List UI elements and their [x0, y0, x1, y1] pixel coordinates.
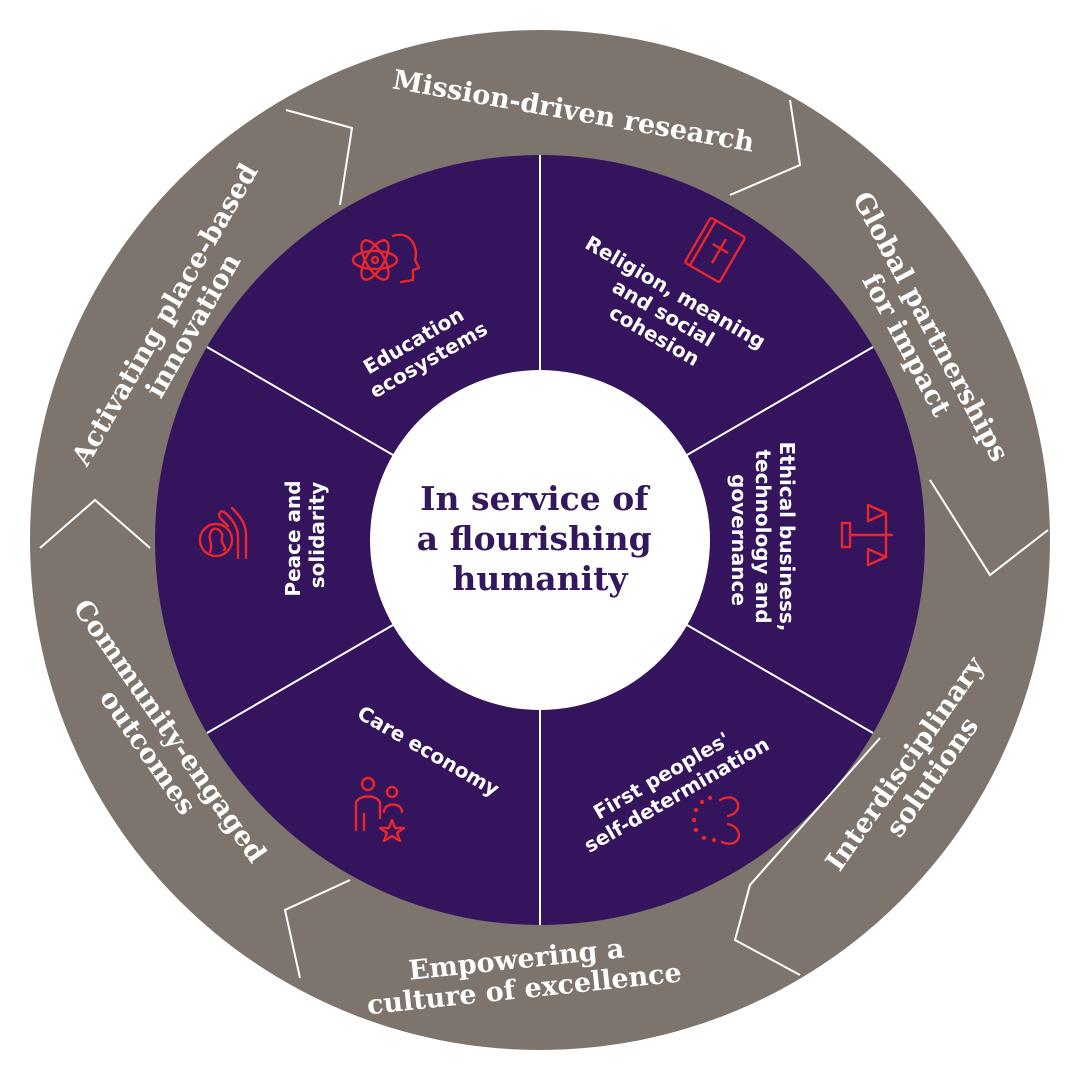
divider-upper-right [686, 346, 874, 456]
divider-lower-left [206, 624, 394, 734]
inner-label-line: solidarity [305, 482, 329, 588]
svg-text:Ethical business, tech: Ethical business, technology and governa… [727, 442, 799, 639]
globe-hand-icon [198, 506, 248, 560]
divider-upper-left [206, 346, 394, 456]
inner-label-line: Peace and [281, 480, 305, 596]
arrow-empowering [283, 879, 351, 979]
center-title: In service of a flourishing humanity [417, 479, 663, 598]
center-title-line: a flourishing [417, 519, 652, 558]
arrow-community [39, 498, 151, 549]
arrow-global-right [929, 479, 1049, 577]
svg-text:Peace and solidarity: Peace and solidarity [281, 473, 329, 596]
segment-ethical: Ethical business, technology and governa… [727, 442, 894, 639]
arrow-interdisciplinary [733, 737, 881, 976]
outer-ring-arrows [39, 99, 1049, 979]
arrow-mission [285, 109, 354, 206]
center-circle [370, 370, 710, 710]
center-title-line: humanity [452, 559, 628, 598]
divider-lower-right [686, 624, 874, 734]
bible-icon [684, 217, 746, 283]
inner-label-line: technology and [751, 449, 775, 623]
arrow-global [729, 99, 802, 196]
atom-head-icon [351, 233, 421, 284]
inner-label-line: Ethical business, [775, 442, 799, 632]
people-star-icon [354, 776, 406, 843]
center-title-line: In service of [420, 479, 650, 518]
scales-icon [840, 503, 894, 567]
inner-dividers [206, 155, 874, 925]
segment-peace: Peace and solidarity [198, 473, 329, 597]
inner-label-line: governance [727, 474, 751, 606]
beads-icon [691, 795, 740, 845]
